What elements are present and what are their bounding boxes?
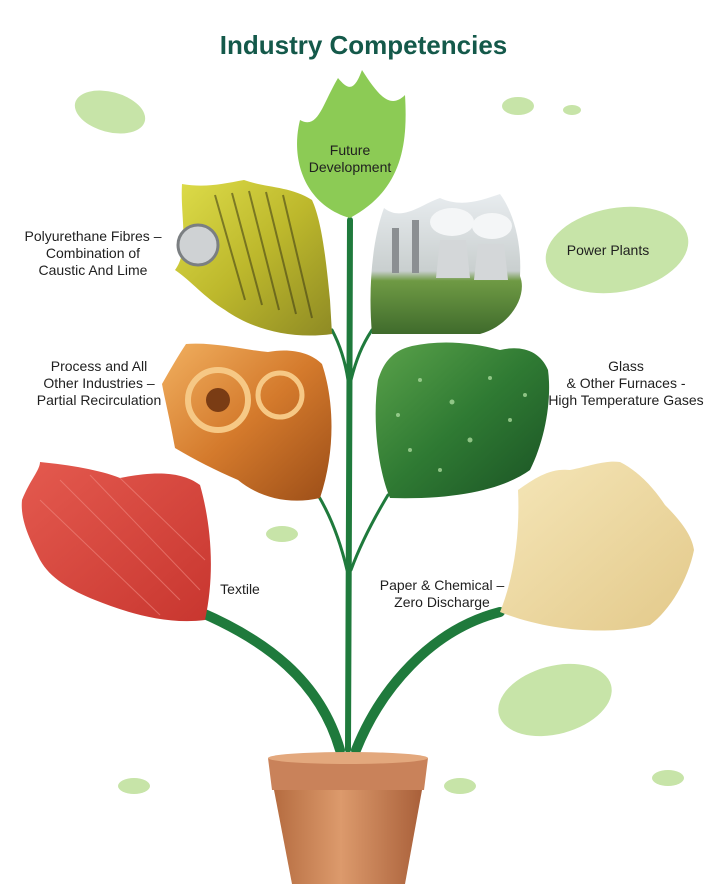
stem-left-low	[195, 607, 345, 755]
leaf-process	[162, 343, 332, 501]
label-future-development: Future Development	[290, 142, 410, 176]
flower-pot	[268, 752, 428, 884]
blob	[502, 97, 534, 115]
label-line: High Temperature Gases	[548, 392, 704, 408]
stem-glass	[349, 493, 390, 572]
leaf-textile	[21, 462, 211, 622]
background-blobs	[74, 90, 689, 794]
leaf-paper	[500, 461, 694, 631]
blob	[118, 778, 150, 794]
label-line: Caustic And Lime	[38, 262, 148, 278]
blob	[652, 770, 684, 786]
label-process-industries: Process and All Other Industries – Parti…	[24, 358, 174, 409]
label-line: Polyurethane Fibres –	[24, 228, 162, 244]
label-line: & Other Furnaces -	[566, 375, 686, 391]
label-line: Zero Discharge	[394, 594, 490, 610]
label-power-plants: Power Plants	[548, 242, 668, 259]
blob	[444, 778, 476, 794]
label-polyurethane-fibres: Polyurethane Fibres – Combination of Cau…	[8, 228, 178, 279]
blob	[545, 206, 689, 294]
stem-right-low	[351, 607, 505, 755]
label-line: Process and All	[50, 358, 148, 374]
leaf-power	[370, 194, 522, 334]
leaf-glass	[375, 342, 550, 499]
blob	[563, 105, 581, 115]
blob	[266, 526, 298, 542]
label-line: Partial Recirculation	[36, 392, 162, 408]
main-stem	[345, 217, 353, 753]
stem-poly	[330, 328, 350, 382]
label-line: Power Plants	[566, 242, 650, 258]
label-line: Future	[329, 142, 371, 158]
page-title: Industry Competencies	[219, 30, 508, 60]
label-line: Paper & Chemical –	[379, 577, 505, 593]
stem-process	[316, 493, 349, 572]
tree-stems	[195, 217, 505, 755]
label-line: Development	[308, 159, 392, 175]
blob	[74, 90, 146, 134]
leaf-future	[297, 70, 406, 218]
label-line: Glass	[608, 358, 644, 374]
label-textile: Textile	[210, 581, 270, 598]
label-glass-furnaces: Glass & Other Furnaces - High Temperatur…	[536, 358, 716, 409]
stem-power	[349, 328, 374, 382]
blob	[498, 663, 612, 737]
label-line: Textile	[220, 581, 260, 597]
label-paper-chemical: Paper & Chemical – Zero Discharge	[362, 577, 522, 611]
label-line: Other Industries –	[43, 375, 155, 391]
label-line: Combination of	[45, 245, 141, 261]
leaf-polyurethane	[175, 180, 332, 336]
